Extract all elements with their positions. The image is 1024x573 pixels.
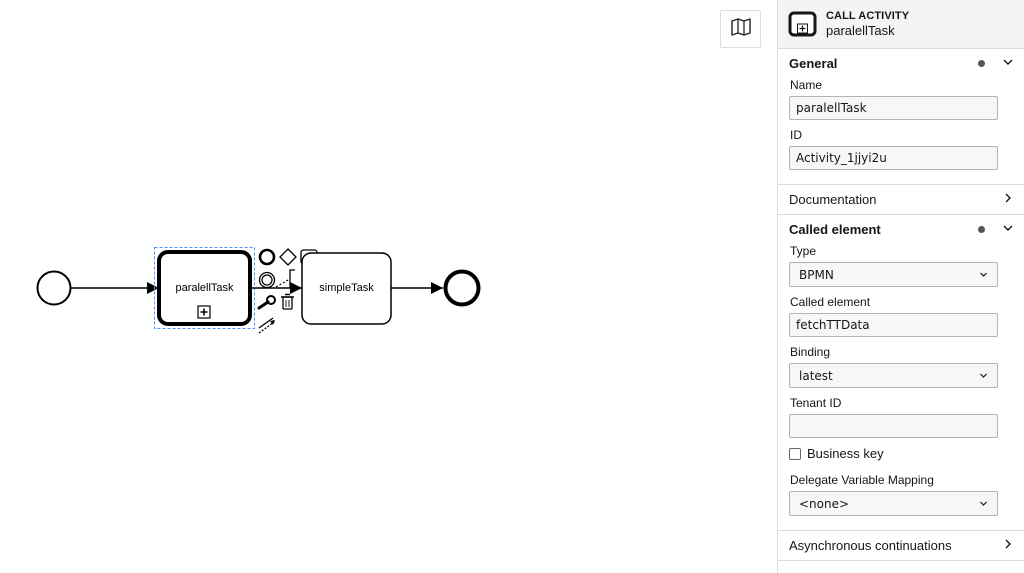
- task-paralelltask[interactable]: paralellTask: [157, 250, 252, 326]
- data-marker-dot: [978, 60, 985, 67]
- id-label: ID: [790, 128, 802, 142]
- diagram-canvas[interactable]: paralellTask: [0, 0, 777, 573]
- bpmn-diagram[interactable]: paralellTask: [0, 0, 777, 573]
- type-select[interactable]: BPMN: [789, 262, 998, 287]
- change-type-icon[interactable]: [257, 295, 276, 310]
- text-annotation-icon[interactable]: [275, 269, 295, 288]
- tenant-id-label: Tenant ID: [790, 396, 842, 410]
- append-intermediate-event-icon[interactable]: [258, 271, 276, 289]
- end-event[interactable]: [443, 269, 481, 307]
- chevron-down-icon[interactable]: [1002, 56, 1014, 71]
- chevron-right-icon[interactable]: [1002, 192, 1014, 207]
- binding-select[interactable]: latest: [789, 363, 998, 388]
- collapsed-marker-icon: [197, 305, 211, 319]
- trash-icon[interactable]: [281, 293, 294, 310]
- delegate-mapping-label: Delegate Variable Mapping: [790, 473, 934, 487]
- binding-select-value: latest: [799, 368, 833, 383]
- group-called-element: Called element Type BPMN Called element …: [778, 215, 1024, 531]
- chevron-down-icon: [979, 497, 988, 511]
- called-element-input[interactable]: fetchTTData: [789, 313, 998, 337]
- delegate-mapping-select[interactable]: <none>: [789, 491, 998, 516]
- chevron-down-icon: [979, 369, 988, 383]
- chevron-down-icon: [979, 268, 988, 282]
- business-key-row[interactable]: Business key: [789, 446, 998, 461]
- append-gateway-icon[interactable]: [279, 248, 297, 266]
- data-marker-dot: [978, 226, 985, 233]
- element-name-label: paralellTask: [826, 22, 895, 38]
- type-label: Type: [790, 244, 817, 258]
- binding-label: Binding: [790, 345, 831, 359]
- group-documentation: Documentation: [778, 185, 1024, 215]
- group-async-continuations: Asynchronous continuations: [778, 531, 1024, 561]
- business-key-label: Business key: [807, 446, 884, 461]
- delegate-mapping-value: <none>: [799, 496, 850, 511]
- tenant-id-input[interactable]: [789, 414, 998, 438]
- start-event[interactable]: [36, 270, 72, 306]
- group-documentation-header[interactable]: Documentation: [778, 185, 1024, 214]
- call-activity-icon: [788, 11, 817, 37]
- group-called-element-header[interactable]: Called element: [778, 215, 1024, 244]
- business-key-checkbox[interactable]: [789, 447, 801, 460]
- type-select-value: BPMN: [799, 267, 834, 282]
- panel-header: CALL ACTIVITY paralellTask: [778, 0, 1024, 49]
- name-label: Name: [790, 78, 823, 92]
- task-paralelltask-label: paralellTask: [175, 282, 234, 294]
- append-end-event-icon[interactable]: [258, 248, 276, 266]
- chevron-down-icon[interactable]: [1002, 222, 1014, 237]
- id-input[interactable]: Activity_1jjyi2u: [789, 146, 998, 170]
- called-element-label: Called element: [790, 295, 871, 309]
- properties-panel: CALL ACTIVITY paralellTask General Name …: [777, 0, 1024, 573]
- chevron-right-icon[interactable]: [1002, 538, 1014, 553]
- group-documentation-title: Documentation: [789, 192, 877, 207]
- minimap-toggle-button[interactable]: [720, 10, 761, 48]
- map-icon: [730, 17, 752, 42]
- group-general-header[interactable]: General: [778, 49, 1024, 78]
- group-called-element-title: Called element: [789, 222, 881, 237]
- group-general-title: General: [789, 56, 838, 71]
- group-general: General Name paralellTask ID Activity_1j…: [778, 49, 1024, 185]
- group-async-continuations-header[interactable]: Asynchronous continuations: [778, 531, 1024, 560]
- name-input[interactable]: paralellTask: [789, 96, 998, 120]
- connect-icon[interactable]: [258, 317, 275, 334]
- task-simpletask-label: simpleTask: [319, 282, 374, 294]
- task-simpletask[interactable]: simpleTask: [301, 252, 392, 325]
- group-async-continuations-title: Asynchronous continuations: [789, 538, 952, 553]
- element-type-label: CALL ACTIVITY: [826, 9, 910, 22]
